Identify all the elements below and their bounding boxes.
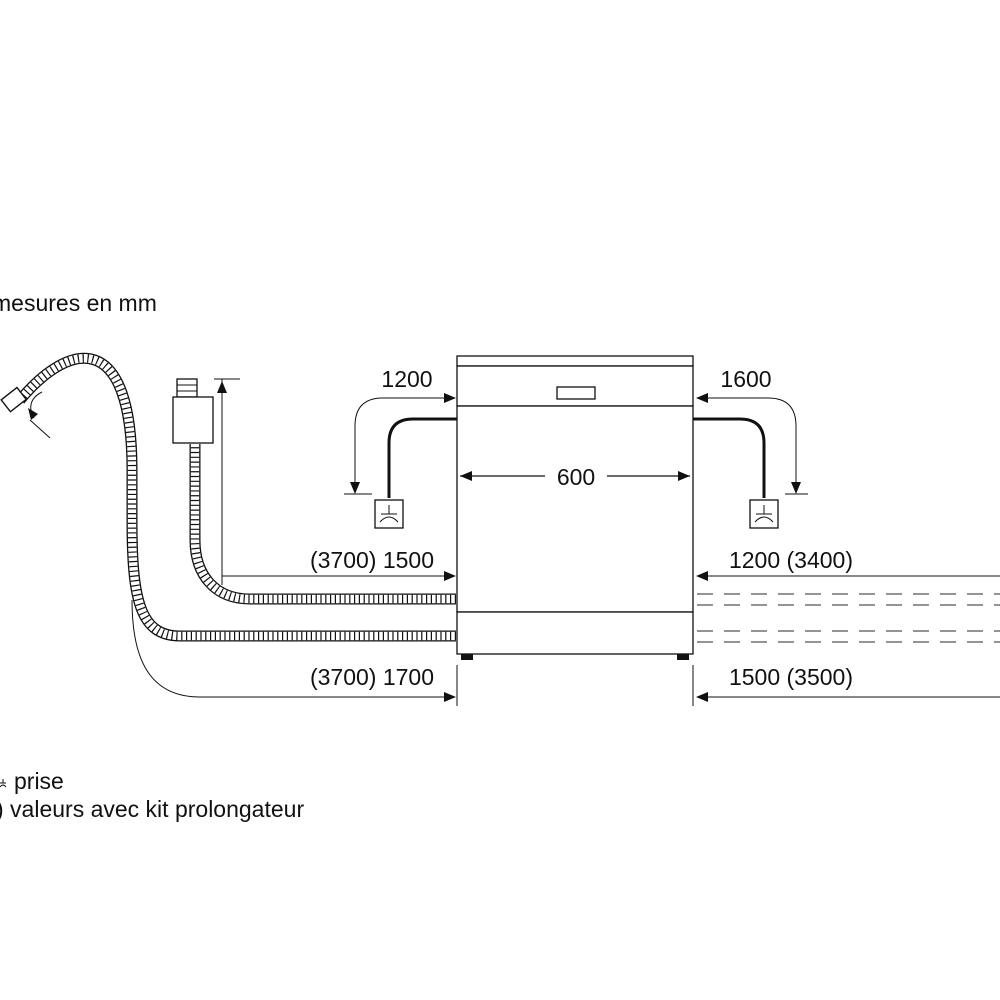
right-drain-dimension: 1500 (3500) xyxy=(692,664,1000,706)
aquastop-valve-icon xyxy=(172,378,214,444)
right-extension-lines xyxy=(697,593,1000,643)
width-dimension: 600 xyxy=(460,464,690,490)
unit-note: mesures en mm xyxy=(0,290,157,316)
left-outlet-label: 1200 xyxy=(381,366,432,392)
right-inlet-dimension: 1200 (3400) xyxy=(696,547,1000,581)
legend-socket-label: prise xyxy=(14,768,64,794)
right-outlet-dimension: 1600 xyxy=(696,366,808,495)
left-drain-label: (3700) 1700 xyxy=(310,664,434,690)
right-outlet-label: 1600 xyxy=(720,366,771,392)
left-power-cable xyxy=(387,417,457,498)
left-outlet-dimension: 1200 xyxy=(344,366,456,495)
right-inlet-label: 1200 (3400) xyxy=(729,547,853,573)
right-power-cable xyxy=(693,417,766,498)
legend: prise ) valeurs avec kit prolongateur xyxy=(0,768,304,822)
dishwasher-body xyxy=(456,355,694,660)
left-inlet-label: (3700) 1500 xyxy=(310,547,434,573)
right-drain-label: 1500 (3500) xyxy=(729,664,853,690)
legend-socket-icon xyxy=(0,779,7,788)
socket-icon xyxy=(749,499,779,529)
width-label: 600 xyxy=(557,464,595,490)
drain-hose-icon xyxy=(0,358,456,636)
legend-extension-label: ) valeurs avec kit prolongateur xyxy=(0,796,304,822)
left-inlet-dimension: (3700) 1500 xyxy=(222,547,456,581)
control-display xyxy=(556,386,596,400)
inlet-height-dimension xyxy=(214,378,240,585)
socket-icon xyxy=(374,499,404,529)
left-drain-dimension: (3700) 1700 xyxy=(131,599,458,706)
